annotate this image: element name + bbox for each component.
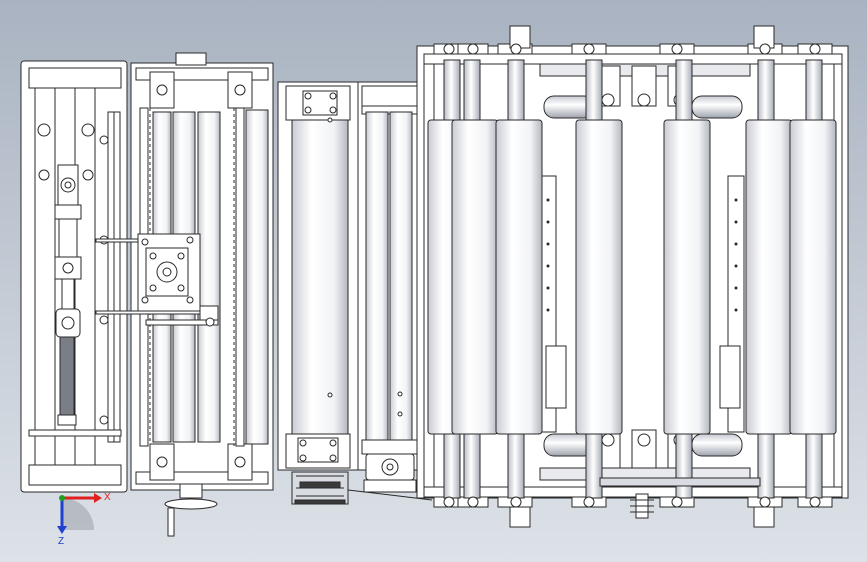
main-roller-bank[interactable] [416,25,849,528]
bearing-rings-top [443,43,821,55]
z-axis-label: Z [58,536,64,547]
tension-cylinder[interactable] [54,164,82,426]
motor-mount-plate[interactable] [95,233,219,327]
z-axis-arrowhead [57,526,67,534]
x-axis-label: X [104,492,111,503]
twin-roller-frame[interactable] [357,81,423,493]
triad-quadrant-shadow [62,498,94,530]
single-roller-frame[interactable] [277,81,359,471]
bearing-rings-bottom [443,496,821,508]
x-axis-arrowhead [94,493,102,503]
pulley-belt-left[interactable] [291,471,433,505]
origin-icon [59,495,65,501]
axis-triad: X Z [57,492,111,547]
